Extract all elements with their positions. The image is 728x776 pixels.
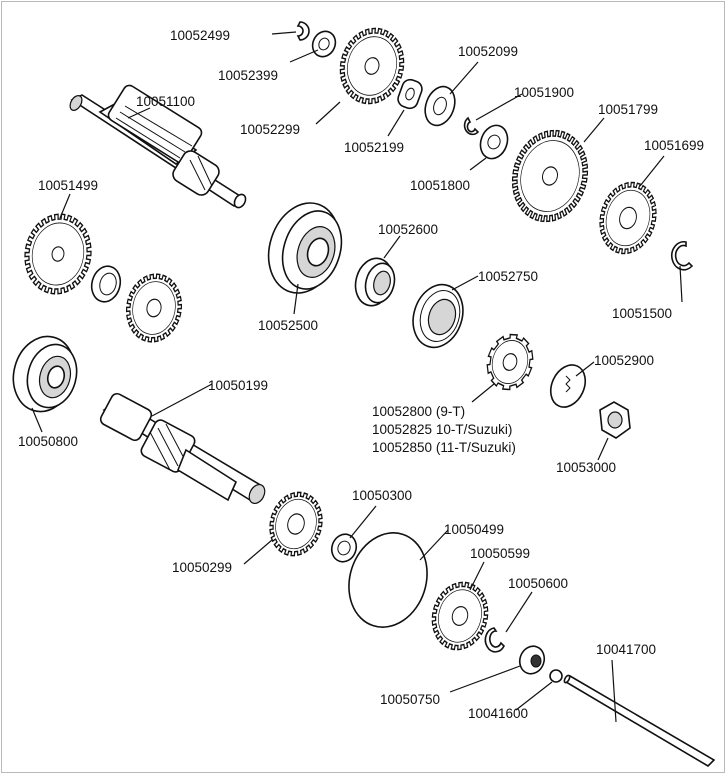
washer-10052399 (311, 30, 337, 58)
label-10050299: 10050299 (172, 560, 232, 575)
washer-10052199 (397, 78, 423, 110)
label-10051799: 10051799 (598, 102, 658, 117)
circlip-10050600 (484, 627, 505, 653)
gear-10050299 (269, 491, 323, 557)
label-10052199: 10052199 (344, 140, 404, 155)
label-10052500: 10052500 (258, 318, 318, 333)
circlip-10051900 (463, 116, 480, 136)
label-10050800: 10050800 (18, 434, 78, 449)
c-clip-10052499 (296, 21, 310, 41)
label-10051100: 10051100 (136, 94, 195, 109)
label-10041700: 10041700 (596, 642, 656, 657)
label-10051800: 10051800 (410, 178, 470, 193)
label-10052600: 10052600 (378, 222, 438, 237)
label-10050599: 10050599 (470, 546, 530, 561)
bushing-10050750 (518, 645, 546, 675)
label-10052900: 10052900 (594, 353, 654, 368)
label-10050600: 10050600 (508, 576, 568, 591)
circlip-10051500 (671, 240, 694, 271)
ball-10041600 (549, 669, 563, 683)
part-labels: 10052499 10052399 10052299 10052099 1005… (18, 28, 704, 721)
label-10053000: 10053000 (556, 460, 616, 475)
label-10051500: 10051500 (612, 306, 672, 321)
washer-10051800 (479, 124, 509, 160)
gear-10051799 (511, 129, 589, 223)
label-10052399: 10052399 (218, 68, 278, 83)
label-10050750: 10050750 (380, 692, 440, 707)
gear-second-on-shaft (125, 273, 183, 343)
label-10050300: 10050300 (352, 488, 412, 503)
seal-10052750 (412, 283, 464, 349)
leader-lines (31, 31, 683, 723)
label-10052825: 10052825 10-T/Suzuki) (372, 422, 512, 437)
dished-plate-10050499 (348, 532, 428, 628)
washer-10050300 (330, 533, 358, 563)
washer-10052099 (424, 85, 456, 127)
sprocket-10052800 (486, 333, 534, 391)
gear-10050599 (431, 581, 489, 651)
bearing-10052600 (354, 257, 396, 307)
label-10052750: 10052750 (478, 269, 538, 284)
label-10051900: 10051900 (514, 85, 574, 100)
label-10051499: 10051499 (38, 178, 98, 193)
gear-10052299 (339, 27, 405, 105)
bearing-10050800 (12, 335, 78, 413)
label-10041600: 10041600 (468, 706, 528, 721)
mainshaft-10051100 (69, 84, 247, 209)
bushing-between-gears (90, 265, 122, 303)
label-10052499: 10052499 (170, 28, 230, 43)
label-10050199: 10050199 (208, 378, 268, 393)
bearing-10052500 (267, 202, 343, 294)
gear-10051699 (599, 181, 657, 255)
countershaft-10050199 (99, 392, 266, 505)
label-10052800: 10052800 (9-T) (372, 404, 465, 419)
gear-10051499 (24, 213, 92, 295)
label-10052099: 10052099 (458, 44, 518, 59)
nut-10053000 (599, 401, 631, 439)
pushrod-10041700 (563, 674, 716, 768)
lockwasher-10052900 (549, 364, 587, 408)
label-10052850: 10052850 (11-T/Suzuki) (372, 440, 516, 455)
label-10052299: 10052299 (240, 122, 300, 137)
label-10050499: 10050499 (444, 522, 504, 537)
label-10051699: 10051699 (644, 138, 704, 153)
